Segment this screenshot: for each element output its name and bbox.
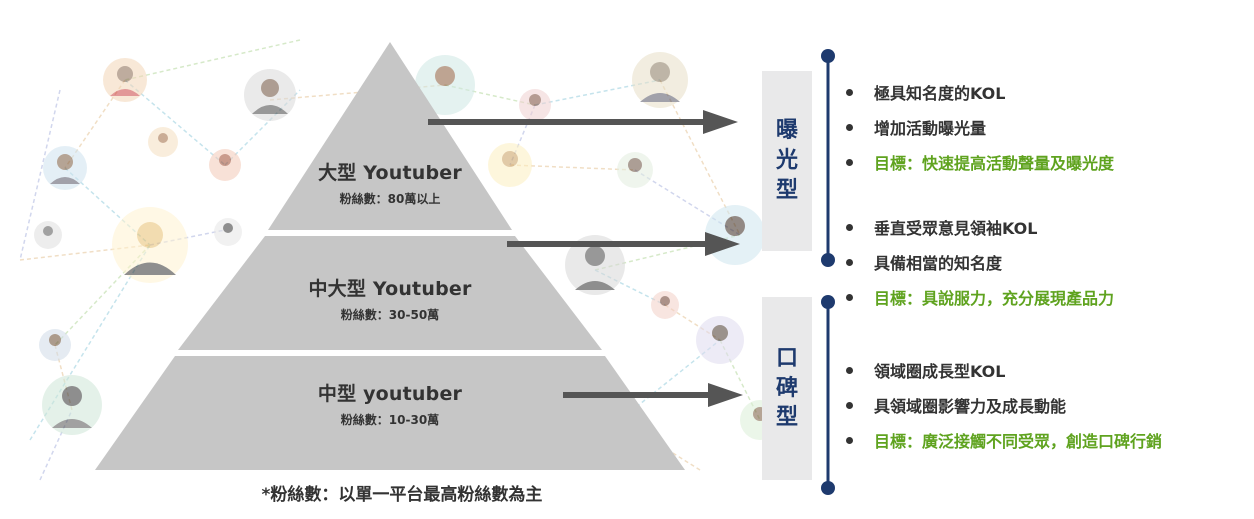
bullet-goal: 目標：廣泛接觸不同受眾，創造口碑行銷 [846,428,1162,452]
person-avatar-icon [42,375,102,435]
influencer-pyramid [95,42,743,470]
tier-title: 大型 Youtuber [318,162,462,184]
tier-subtitle: 粉絲數：30-50萬 [340,308,440,322]
category-word-of-mouth: 口 碑 型 [762,297,812,480]
person-avatar-icon [519,89,551,121]
arrow-right-icon [507,232,740,256]
bullet-text: 領域圈成長型KOL [874,362,1006,381]
bullet-text: 目標：具說服力，充分展現產品力 [874,289,1115,308]
timeline-node [821,481,835,495]
tier-title: 中大型 Youtuber [308,278,472,300]
person-avatar-icon [43,146,87,190]
category-char: 型 [775,177,798,203]
bullet-text: 目標：快速提高活動聲量及曝光度 [874,154,1115,173]
bullet-text: 具領域圈影響力及成長動能 [874,397,1067,416]
bullet-item: 極具知名度的KOL [846,80,1005,104]
bullet-text: 極具知名度的KOL [874,84,1006,103]
tier-title: 中型 youtuber [317,383,463,405]
bullet-goal: 目標：快速提高活動聲量及曝光度 [846,150,1114,174]
bullet-dot [846,88,853,96]
tier-subtitle: 粉絲數：10-30萬 [340,413,440,427]
person-avatar-icon [103,58,147,102]
tier-medium: 中型 youtuber 粉絲數：10-30萬 [280,379,500,428]
person-avatar-icon [34,221,62,249]
person-avatar-icon [488,143,532,187]
arrow-right-icon [428,110,738,134]
bullet-dot [846,436,853,444]
bullet-text: 垂直受眾意見領袖KOL [874,219,1038,238]
bullet-item: 具領域圈影響力及成長動能 [846,393,1066,417]
bullet-dot [846,158,853,166]
bullet-dot [846,366,853,374]
timeline-node [821,295,835,309]
person-avatar-icon [565,235,625,295]
tier-subtitle: 粉絲數：80萬以上 [339,192,441,206]
category-char: 光 [775,148,798,174]
timeline [821,49,835,495]
bullet-goal: 目標：具說服力，充分展現產品力 [846,285,1114,309]
person-avatar-icon [617,152,653,188]
bullet-item: 增加活動曝光量 [846,115,986,139]
person-avatar-icon [214,218,242,246]
bullet-text: 具備相當的知名度 [874,254,1003,273]
tier-medium-large: 中大型 Youtuber 粉絲數：30-50萬 [275,274,505,323]
pyramid-tier-bottom [95,356,685,470]
bullet-dot [846,401,853,409]
bullet-dot [846,223,853,231]
bullet-item: 具備相當的知名度 [846,250,1002,274]
person-avatar-icon [415,55,475,115]
category-char: 型 [775,405,798,431]
category-exposure: 曝 光 型 [762,71,812,251]
bullet-dot [846,258,853,266]
person-avatar-icon [209,149,241,181]
person-avatar-icon [244,69,296,121]
person-avatar-icon [112,207,188,283]
arrow-right-icon [563,383,743,407]
bullet-item: 垂直受眾意見領袖KOL [846,215,1037,239]
person-avatar-icon [148,127,178,157]
person-avatar-icon [632,52,688,108]
tier-large: 大型 Youtuber 粉絲數：80萬以上 [290,158,490,207]
bullet-text: 目標：廣泛接觸不同受眾，創造口碑行銷 [874,432,1163,451]
category-char: 曝 [775,118,798,144]
person-avatar-icon [39,329,71,361]
person-avatar-icon [651,291,679,319]
bullet-dot [846,293,853,301]
pyramid-tier-top [268,42,512,230]
pyramid-tier-middle [178,236,602,350]
footnote: *粉絲數：以單一平台最高粉絲數為主 [261,485,543,505]
bullet-item: 領域圈成長型KOL [846,358,1005,382]
background-network [19,39,780,481]
person-avatar-icon [696,316,744,364]
timeline-node [821,253,835,267]
timeline-node [821,49,835,63]
bullet-text: 增加活動曝光量 [874,119,987,138]
category-char: 碑 [775,375,798,401]
category-char: 口 [775,345,798,371]
bullet-dot [846,123,853,131]
